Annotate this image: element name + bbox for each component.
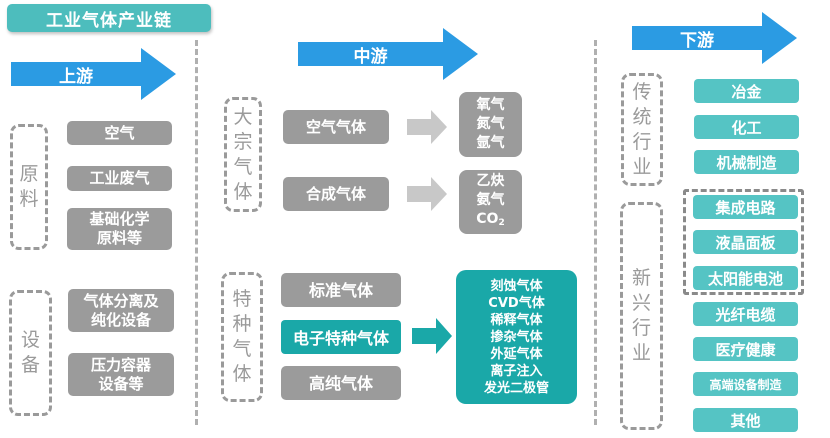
divider-midstream-downstream [594, 40, 597, 425]
arrow-right-icon [407, 110, 447, 144]
diagram-title: 工业气体产业链 [7, 4, 211, 32]
industry-others: 其他 [693, 408, 798, 432]
group-label-char: 体 [233, 180, 253, 203]
group-label-char: 行 [631, 317, 651, 339]
item-line: 纯化设备 [90, 310, 151, 329]
application-item: 发光二极管 [483, 380, 549, 396]
group-emerging-industries: 新 兴 行 业 [620, 202, 663, 430]
item-air-gases: 空气气体 [283, 110, 389, 144]
group-label-char: 传 [632, 80, 652, 103]
group-label-char: 大 [233, 105, 253, 128]
group-label-char: 种 [232, 313, 252, 335]
application-item: 外延气体 [490, 346, 543, 362]
midstream-label: 中游 [353, 46, 388, 67]
arrow-right-icon [412, 318, 452, 354]
group-bulk-gases: 大 宗 气 体 [224, 97, 262, 212]
application-item: 刻蚀气体 [490, 278, 543, 294]
group-label-char: 行 [632, 130, 652, 153]
group-label-char: 气 [232, 338, 252, 360]
arrow-right-icon [298, 28, 478, 80]
item-high-purity-gases: 高纯气体 [281, 366, 401, 400]
item-industrial-waste-gas: 工业废气 [67, 166, 172, 191]
item-line: 基础化学 [89, 210, 150, 228]
output-oxygen: 氧气 [476, 97, 505, 113]
output-nitrogen: 氮气 [476, 116, 505, 132]
group-traditional-industries: 传 统 行 业 [621, 73, 663, 186]
output-synthesis-gases: 乙炔 氨气 CO2 [459, 170, 522, 234]
item-basic-chemicals: 基础化学 原料等 [67, 208, 172, 250]
application-item: 离子注入 [490, 363, 543, 379]
upstream-label: 上游 [59, 66, 93, 87]
midstream-arrow: 中游 [298, 28, 478, 80]
output-argon: 氩气 [476, 135, 505, 151]
downstream-label: 下游 [680, 30, 714, 51]
co2-base: CO [476, 210, 499, 227]
item-gas-separation-equipment: 气体分离及 纯化设备 [68, 289, 174, 332]
group-label-char: 设 [20, 329, 40, 351]
item-synthesis-gases: 合成气体 [283, 177, 389, 211]
group-special-gases: 特 种 气 体 [221, 272, 263, 402]
industry-metallurgy: 冶金 [694, 79, 799, 103]
item-line: 气体分离及 [83, 291, 159, 310]
group-label-char: 业 [632, 155, 652, 178]
output-air-gases: 氧气 氮气 氩气 [459, 92, 522, 157]
item-standard-gases: 标准气体 [281, 273, 401, 307]
item-pressure-vessels: 压力容器 设备等 [68, 353, 174, 396]
co2-subscript: 2 [498, 217, 505, 228]
output-acetylene: 乙炔 [476, 172, 505, 189]
divider-upstream-midstream [195, 40, 198, 425]
group-label-char: 统 [632, 105, 652, 128]
arrow-right-icon [407, 177, 447, 211]
industry-optical-cables: 光纤电缆 [693, 302, 798, 326]
item-line: 设备等 [98, 374, 144, 393]
upstream-arrow: 上游 [11, 48, 176, 100]
group-label-char: 特 [232, 288, 252, 310]
item-air: 空气 [67, 121, 172, 145]
arrow-right-icon [632, 12, 797, 64]
industry-healthcare: 医疗健康 [693, 337, 798, 361]
output-ammonia: 氨气 [476, 191, 505, 208]
industry-chemical: 化工 [694, 115, 799, 139]
item-line: 原料等 [96, 229, 142, 247]
group-label-char: 原 [19, 163, 39, 185]
group-label-char: 业 [631, 342, 651, 364]
group-equipment: 设 备 [9, 290, 52, 416]
group-label-char: 新 [631, 267, 651, 289]
group-label-char: 料 [19, 188, 39, 210]
electronic-gas-applications: 刻蚀气体 CVD气体 稀释气体 掺杂气体 外延气体 离子注入 发光二极管 [456, 270, 577, 404]
group-label-char: 备 [20, 354, 40, 376]
application-item: 掺杂气体 [490, 329, 543, 345]
highlight-semiconductor-group [683, 189, 804, 295]
group-label-char: 宗 [233, 130, 253, 153]
industry-solar-cells: 太阳能电池 [693, 266, 798, 290]
industry-integrated-circuits: 集成电路 [693, 195, 798, 219]
industry-machinery: 机械制造 [694, 150, 799, 174]
item-line: 压力容器 [90, 355, 151, 374]
industry-lcd-panels: 液晶面板 [693, 230, 798, 254]
industry-high-end-equipment: 高端设备制造 [693, 372, 798, 396]
item-electronic-special-gases: 电子特种气体 [281, 320, 401, 354]
group-raw-materials: 原 料 [10, 124, 48, 250]
group-label-char: 兴 [631, 292, 651, 314]
group-label-char: 气 [233, 155, 253, 178]
downstream-arrow: 下游 [632, 12, 797, 64]
group-label-char: 体 [232, 363, 252, 385]
application-item: 稀释气体 [490, 312, 543, 328]
application-item: CVD气体 [488, 295, 545, 311]
output-co2: CO2 [476, 210, 504, 233]
arrow-right-icon [11, 48, 176, 100]
